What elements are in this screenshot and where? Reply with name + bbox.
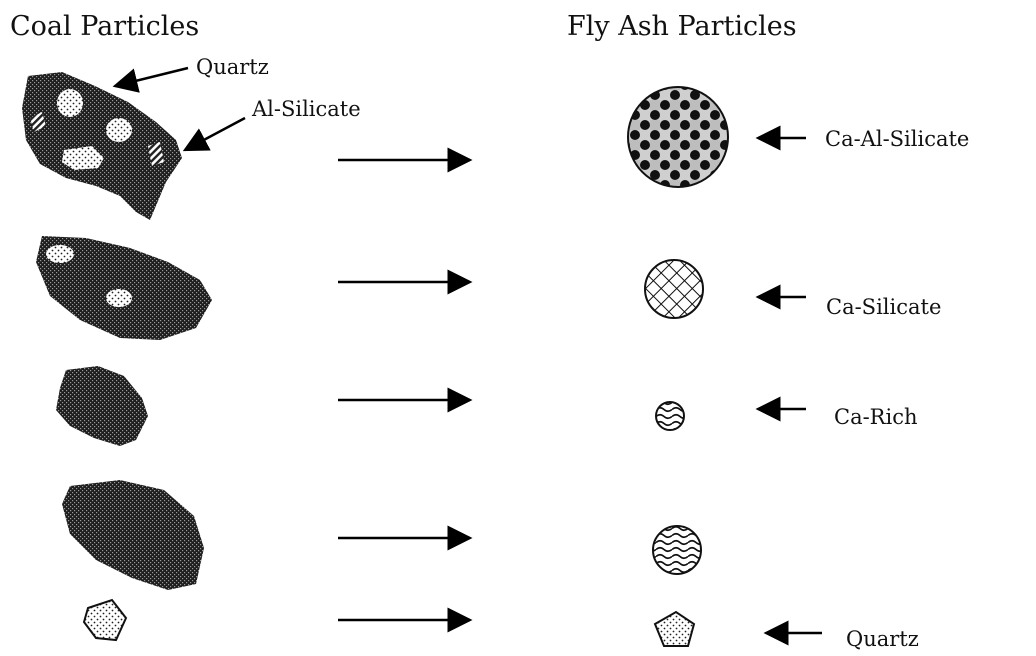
coal-particle-medium-plain bbox=[62, 480, 204, 590]
quartz-pointer-arrow bbox=[115, 68, 188, 86]
fly-ash-quartz-label: Quartz bbox=[846, 627, 919, 651]
quartz-inclusion bbox=[57, 89, 83, 117]
al-silicate-pointer-arrow bbox=[185, 118, 245, 150]
ca-al-silicate-label: Ca-Al-Silicate bbox=[825, 127, 969, 151]
ca-silicate-sphere bbox=[645, 260, 703, 318]
coal-particles-heading: Coal Particles bbox=[10, 11, 199, 42]
quartz-inclusion bbox=[46, 245, 74, 263]
quartz-inclusion bbox=[106, 289, 132, 307]
ca-rich-sphere bbox=[656, 402, 684, 430]
ca-silicate-label: Ca-Silicate bbox=[826, 295, 941, 319]
coal-particle-small bbox=[56, 366, 148, 446]
fly-ash-quartz-particle bbox=[655, 612, 694, 646]
quartz-inclusion bbox=[106, 118, 132, 142]
coal-quartz-label: Quartz bbox=[196, 55, 269, 79]
ca-al-silicate-sphere bbox=[628, 87, 728, 187]
coal-al-silicate-label: Al-Silicate bbox=[251, 97, 361, 121]
coal-particle-large bbox=[22, 72, 182, 220]
coal-particle-medium bbox=[36, 236, 212, 340]
coal-quartz-particle bbox=[84, 600, 126, 640]
fly-ash-particles-heading: Fly Ash Particles bbox=[567, 11, 797, 42]
ca-rich-label: Ca-Rich bbox=[834, 405, 918, 429]
ca-rich-sphere-large bbox=[653, 526, 701, 574]
